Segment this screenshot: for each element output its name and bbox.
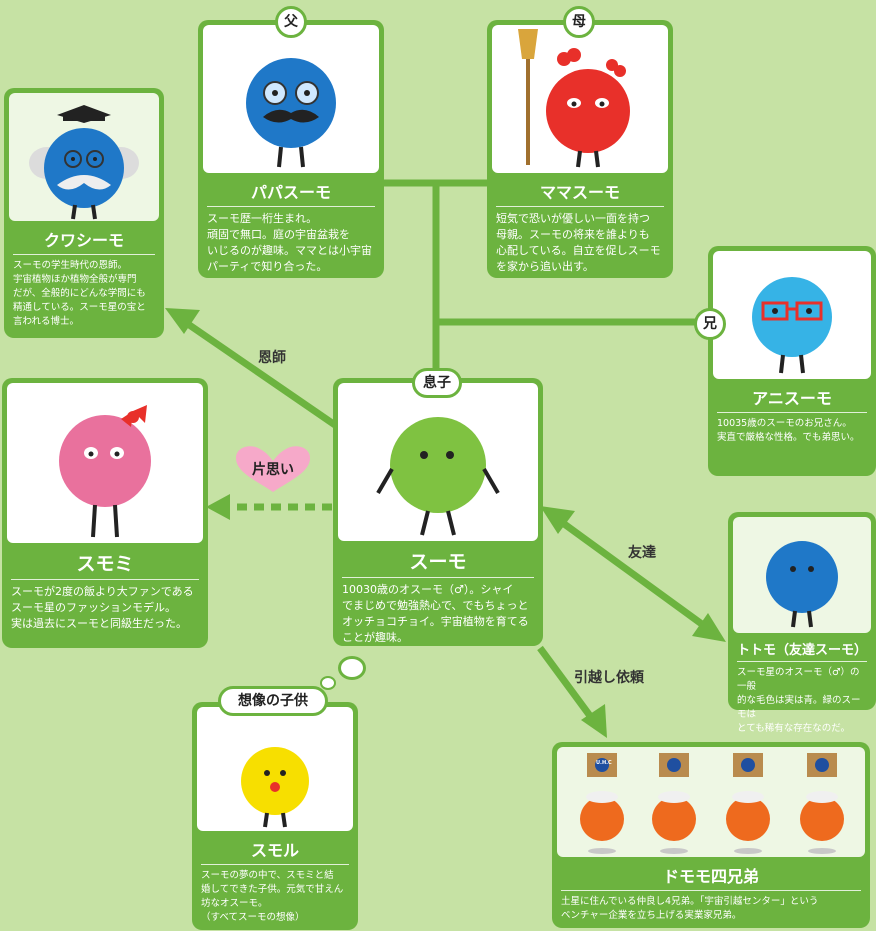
ani-desc: 10035歳のスーモのお兄さん。 実直で厳格な性格。でも弟思い。 [717,418,860,443]
suumo-name: スーモ [342,547,534,578]
ani-name: アニスーモ [717,385,867,413]
card-domomo[interactable]: U.H.C ドモモ四兄弟 土星に住んでいる仲良し4兄弟。「宇宙引越センター」とい… [552,742,870,928]
kuwashimo-illustration [9,93,159,221]
mama-illustration [492,25,668,173]
mother-tag: 母 [563,6,595,38]
friend-label: 友達 [628,545,656,561]
papa-desc: スーモ歴一桁生まれ。 頑固で無口。庭の宇宙盆栽を いじるのが趣味。ママとは小宇宙… [207,212,372,273]
kuwashimo-desc: スーモの学生時代の恩師。 宇宙植物ほか植物全般が専門 だが、全般的にどんな学問に… [13,260,146,327]
mama-name: ママスーモ [496,179,664,207]
moving-arrowhead [581,704,607,738]
domomo-illustration: U.H.C [557,747,865,857]
ani-illustration [713,251,871,379]
thought-bubble-tiny [320,676,336,690]
papa-illustration [203,25,379,173]
teacher-arrowhead [165,308,200,334]
father-tag: 父 [275,6,307,38]
friend-arrowhead-start [540,506,575,534]
sumomi-desc: スーモが2度の飯より大ファンである スーモ星のファッションモデル。 実は過去にス… [11,585,194,630]
teacher-arrow-line [183,319,337,428]
card-kuwashimo[interactable]: クワシーモ スーモの学生時代の恩師。 宇宙植物ほか植物全般が専門 だが、全般的に… [4,88,164,338]
sumoru-illustration [197,707,353,831]
domomo-name: ドモモ四兄弟 [561,863,861,891]
friend-arrow-line [553,515,713,633]
teacher-label: 恩師 [258,350,286,366]
sumoru-name: スモル [201,837,349,865]
card-ani[interactable]: アニスーモ 10035歳のスーモのお兄さん。 実直で厳格な性格。でも弟思い。 [708,246,876,476]
card-mama[interactable]: ママスーモ 短気で恐いが優しい一面を持つ 母親。スーモの将来を誰よりも 心配して… [487,20,673,278]
card-sumomi[interactable]: スモミ スーモが2度の飯より大ファンである スーモ星のファッションモデル。 実は… [2,378,208,648]
crush-arrowhead [206,494,230,520]
kuwashimo-name: クワシーモ [13,227,155,255]
card-papa[interactable]: パパスーモ スーモ歴一桁生まれ。 頑固で無口。庭の宇宙盆栽を いじるのが趣味。マ… [198,20,384,278]
domomo-desc: 土星に住んでいる仲良し4兄弟。「宇宙引越センター」という ベンチャー企業を立ち上… [561,896,819,921]
totomo-illustration [733,517,871,633]
suumo-desc: 10030歳のオスーモ（♂）。シャイ でまじめで勉強熱心で、でもちょっと オッチ… [342,583,529,644]
totomo-desc: スーモ星のオスーモ（♂）の一般 的な毛色は実は青。緑のスーモは とても稀有な存在… [737,667,861,734]
brother-tag: 兄 [694,308,726,340]
heart-icon [236,446,310,492]
sumoru-desc: スーモの夢の中で、スモミと結 婚してできた子供。元気で甘えん 坊なオスーモ。 （… [201,870,344,923]
card-suumo[interactable]: スーモ 10030歳のオスーモ（♂）。シャイ でまじめで勉強熱心で、でもちょっと… [333,378,543,646]
suumo-illustration [338,383,538,541]
box-badge: U.H.C [596,760,612,766]
moving-label: 引越し依頼 [574,670,644,686]
son-tag: 息子 [412,368,462,398]
totomo-name: トトモ（友達スーモ） [737,639,867,662]
papa-name: パパスーモ [207,179,375,207]
sumomi-illustration [7,383,203,543]
moving-arrow-line [537,645,599,727]
crush-label: 片思い [252,462,294,478]
card-totomo[interactable]: トトモ（友達スーモ） スーモ星のオスーモ（♂）の一般 的な毛色は実は青。緑のスー… [728,512,876,734]
mama-desc: 短気で恐いが優しい一面を持つ 母親。スーモの将来を誰よりも 心配している。自立を… [496,212,661,273]
card-sumoru[interactable]: スモル スーモの夢の中で、スモミと結 婚してできた子供。元気で甘えん 坊なオスー… [192,702,358,930]
sumomi-name: スモミ [11,549,199,580]
imagined-child-tag: 想像の子供 [218,686,328,716]
friend-arrowhead-end [692,613,726,642]
thought-bubble-small [338,656,366,680]
